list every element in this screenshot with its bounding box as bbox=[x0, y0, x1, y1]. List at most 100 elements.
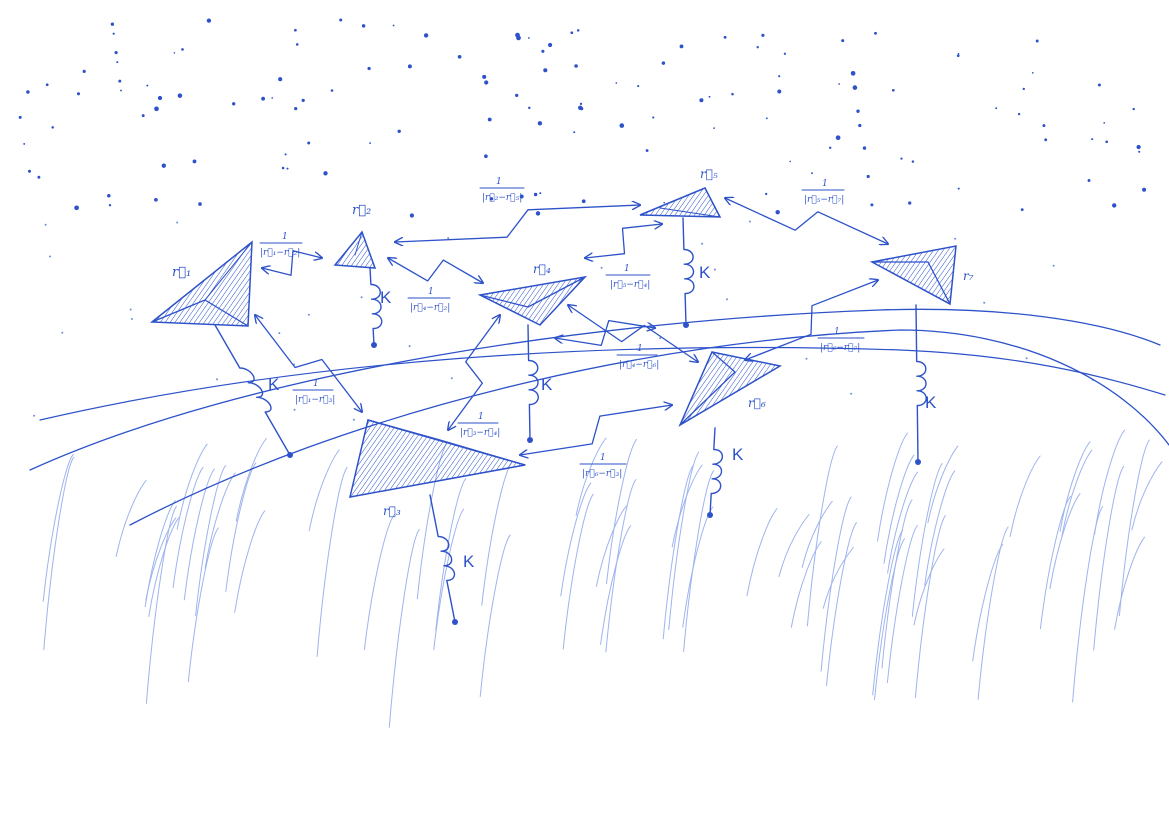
hatch-stroke bbox=[595, 505, 627, 587]
hatch-stroke bbox=[234, 510, 266, 613]
svg-text:1: 1 bbox=[282, 232, 288, 242]
star-dot bbox=[783, 52, 787, 55]
star-dot bbox=[1138, 150, 1141, 153]
svg-text:1: 1 bbox=[496, 177, 502, 187]
star-dot bbox=[487, 117, 492, 122]
hatch-stroke bbox=[172, 466, 204, 588]
hatch-stroke bbox=[560, 482, 592, 597]
star-dot bbox=[369, 142, 371, 145]
hatch-stroke bbox=[972, 544, 1004, 662]
anchor-point bbox=[527, 437, 533, 443]
star-dot bbox=[778, 75, 781, 78]
label-r4: r⃗₄ bbox=[533, 262, 551, 276]
star-dot bbox=[181, 48, 184, 51]
satellite-r2 bbox=[333, 230, 377, 269]
spring-coil bbox=[429, 494, 456, 623]
spring-k-r4: K bbox=[541, 375, 553, 394]
hatch-stroke bbox=[316, 466, 348, 657]
interaction-arrow bbox=[448, 315, 500, 430]
star-dot bbox=[891, 88, 895, 92]
star-dot bbox=[835, 135, 841, 141]
hatch-stroke bbox=[1094, 429, 1125, 535]
spring-coil bbox=[915, 304, 927, 463]
star-dot bbox=[619, 123, 625, 128]
star-dot bbox=[116, 61, 119, 64]
star-dot bbox=[870, 203, 874, 207]
star-dot bbox=[957, 52, 960, 55]
star-dot bbox=[271, 97, 274, 99]
anchor-point bbox=[371, 342, 377, 348]
hatch-stroke bbox=[913, 548, 945, 626]
star-dot bbox=[983, 301, 986, 304]
star-dot bbox=[900, 157, 903, 160]
fraction-r1-r3: 1 |r⃗₁−r⃗₃| bbox=[292, 379, 335, 405]
star-dot bbox=[294, 106, 298, 111]
star-dot bbox=[1025, 357, 1028, 360]
satellite-r5 bbox=[639, 187, 722, 218]
star-dot bbox=[519, 194, 524, 199]
fraction-r5-r4-denominator: |r⃗₅−r⃗₄| bbox=[610, 280, 650, 290]
star-dot bbox=[726, 298, 728, 301]
hatch-stroke bbox=[662, 464, 694, 640]
hatch-stroke bbox=[1131, 461, 1163, 531]
hatch-stroke bbox=[881, 499, 913, 669]
svg-text:1: 1 bbox=[637, 344, 643, 354]
hatch-stroke bbox=[600, 525, 632, 645]
anchor-point bbox=[683, 322, 689, 328]
star-dot bbox=[723, 35, 727, 39]
star-dot bbox=[216, 378, 218, 381]
star-dot bbox=[489, 197, 494, 201]
satellite-r4 bbox=[477, 275, 588, 326]
hatch-stroke bbox=[1009, 455, 1041, 537]
star-dot bbox=[852, 85, 858, 90]
star-dot bbox=[27, 169, 32, 173]
star-dot bbox=[533, 192, 538, 197]
star-dot bbox=[1020, 208, 1024, 212]
hatch-stroke bbox=[187, 527, 219, 683]
star-dot bbox=[154, 106, 159, 112]
hatch-stroke bbox=[1093, 465, 1125, 651]
fraction-r5-r7: 1 |r⃗₅−r⃗₇| bbox=[801, 179, 845, 205]
hatch-stroke bbox=[1072, 506, 1104, 703]
star-dot bbox=[114, 51, 118, 55]
star-dot bbox=[748, 220, 751, 223]
star-dot bbox=[294, 28, 297, 32]
hatch-stroke bbox=[826, 522, 857, 687]
star-dot bbox=[537, 121, 543, 126]
star-dot bbox=[1112, 203, 1117, 208]
star-dot bbox=[528, 37, 530, 39]
hatch-stroke bbox=[822, 547, 854, 609]
star-dot bbox=[82, 69, 86, 73]
hatch-stroke bbox=[235, 438, 267, 522]
star-dot bbox=[457, 54, 462, 59]
star-dot bbox=[713, 127, 715, 129]
star-dot bbox=[482, 74, 487, 79]
star-dot bbox=[161, 163, 166, 168]
label-r5: r⃗₅ bbox=[700, 167, 718, 181]
star-dot bbox=[1091, 138, 1094, 141]
star-dot bbox=[307, 141, 311, 145]
star-dot bbox=[76, 92, 81, 96]
star-dot bbox=[261, 96, 265, 101]
fraction-r6-r3-denominator: |r⃗₆−r⃗₃| bbox=[582, 469, 622, 479]
spring-coil bbox=[369, 267, 383, 346]
star-dot bbox=[484, 154, 488, 159]
interaction-arrow bbox=[585, 224, 662, 258]
interaction-arrow bbox=[388, 258, 483, 283]
star-dot bbox=[129, 308, 132, 311]
star-dot bbox=[157, 95, 163, 101]
star-dot bbox=[954, 237, 957, 240]
star-dot bbox=[600, 266, 603, 269]
star-dot bbox=[130, 318, 133, 320]
interaction-arrow bbox=[555, 319, 655, 347]
star-dot bbox=[51, 126, 54, 129]
fraction-r4-r2-denominator: |r⃗₄−r⃗₂| bbox=[410, 303, 450, 313]
svg-text:1: 1 bbox=[834, 327, 840, 337]
position-labels: r⃗₁ r⃗₂ r⃗₃ r⃗₄ r⃗₅ r⃗₆ r₇ bbox=[172, 167, 974, 518]
hatch-stroke bbox=[435, 478, 467, 631]
star-dot bbox=[866, 174, 870, 179]
star-dot bbox=[447, 237, 450, 240]
star-dot bbox=[574, 64, 578, 68]
hatch-stroke bbox=[388, 528, 420, 728]
